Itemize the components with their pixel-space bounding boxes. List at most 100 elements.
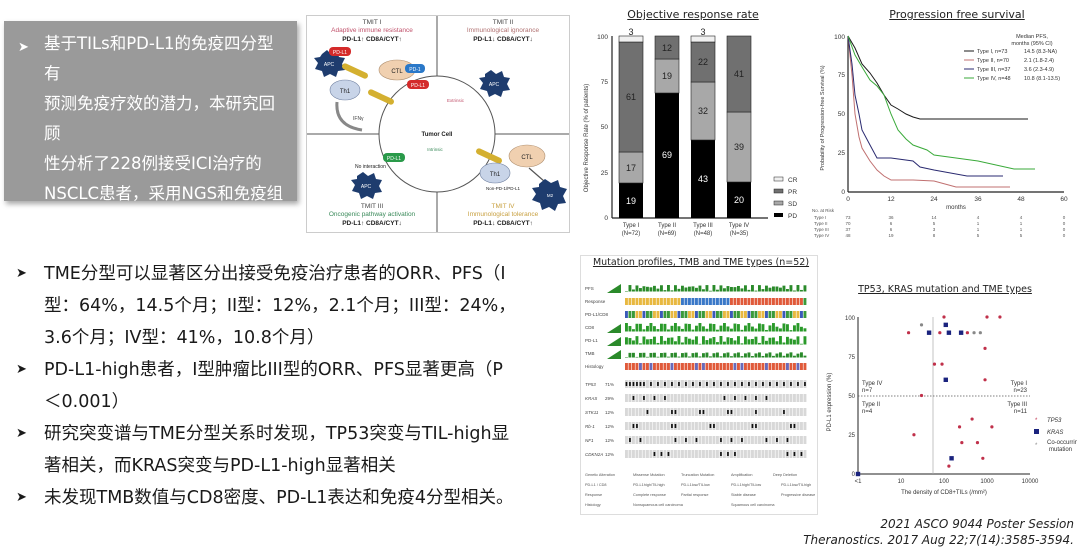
track-labels: PFS Response PD-L1/CD8 CD8 PD-L1 TMB His… <box>585 286 609 369</box>
svg-text:Th1: Th1 <box>340 89 351 95</box>
svg-text:months: months <box>946 205 966 211</box>
intro-line: 化对患者突变谱和免疫评分进行分 <box>44 214 275 263</box>
finding-bullet: ➤ 研究突变谱与TME分型关系时发现，TP53突变与TIL-high显 著相关，… <box>8 418 568 482</box>
mhc-tcr-icon <box>342 63 368 79</box>
svg-text:Type IV: Type IV <box>729 223 749 229</box>
svg-text:12%: 12% <box>605 410 614 415</box>
intro-line: 基于TILs和PD-L1的免疫四分型有 <box>44 34 274 83</box>
citation-line-2: Theranostics. 2017 Aug 22;7(14):3585-359… <box>803 533 1074 547</box>
orr-legend: CR PR SD PD <box>773 176 798 220</box>
th1-cell-icon <box>329 79 361 101</box>
svg-text:PD-L1/CD8: PD-L1/CD8 <box>585 312 609 317</box>
svg-text:Stable disease: Stable disease <box>731 493 756 497</box>
svg-text:61: 61 <box>626 92 636 102</box>
svg-text:4: 4 <box>1020 215 1023 220</box>
svg-text:NF1: NF1 <box>585 438 594 443</box>
bullet-line: 3.6个月；IV型：41%，10.8个月） <box>44 328 325 348</box>
svg-text:1: 1 <box>1020 227 1023 232</box>
svg-text:KRAS: KRAS <box>585 396 597 401</box>
svg-text:Histology: Histology <box>585 503 601 507</box>
svg-text:0: 0 <box>1063 215 1066 220</box>
svg-text:43: 43 <box>698 174 708 184</box>
svg-text:3: 3 <box>700 27 705 37</box>
svg-text:Missense Mutation: Missense Mutation <box>633 473 665 477</box>
quadrant-2-markers: PD-L1↓ CD8A/CYT↓ <box>473 36 533 43</box>
chart-title: Objective response rate <box>627 8 759 21</box>
intro-line: 析。 <box>44 274 77 293</box>
heatmap-legend: Genetic Alteration Missense Mutation Tru… <box>585 473 815 507</box>
svg-text:69: 69 <box>662 150 672 160</box>
svg-text:PD-L1high/TILlow: PD-L1high/TILlow <box>731 483 761 487</box>
quadrant-4-subtitle: Immunological tolerance <box>468 211 539 218</box>
svg-text:0: 0 <box>1063 233 1066 238</box>
svg-text:(N=69): (N=69) <box>658 231 677 237</box>
type-4-curve <box>847 35 1035 170</box>
svg-text:TMB: TMB <box>585 351 595 356</box>
svg-text:PFS: PFS <box>585 286 594 291</box>
svg-text:19: 19 <box>662 71 672 81</box>
svg-text:8: 8 <box>933 233 936 238</box>
arrow-bullet-icon: ➤ <box>16 266 27 281</box>
svg-text:SD: SD <box>788 201 797 208</box>
svg-text:48: 48 <box>1017 196 1025 203</box>
svg-text:10.8 (8.1-13.5): 10.8 (8.1-13.5) <box>1024 76 1060 82</box>
svg-text:Type IV: Type IV <box>814 233 829 238</box>
no-interaction-label: No interaction <box>355 164 386 170</box>
intro-line: NSCLC患者，采用NGS和免疫组 <box>44 184 284 203</box>
mhc-tcr-icon <box>476 148 502 164</box>
svg-text:0: 0 <box>604 215 608 222</box>
chart-title: TP53, KRAS mutation and TME types <box>858 284 1032 295</box>
svg-text:12%: 12% <box>605 424 614 429</box>
svg-text:37: 37 <box>845 227 851 232</box>
svg-text:100: 100 <box>834 34 845 41</box>
svg-text:No. at Risk: No. at Risk <box>812 208 835 213</box>
svg-text:0: 0 <box>1063 227 1066 232</box>
svg-text:The density of CD8+TILs (/mm²): The density of CD8+TILs (/mm²) <box>901 490 987 496</box>
svg-text:0: 0 <box>1063 221 1066 226</box>
svg-text:71%: 71% <box>605 382 614 387</box>
svg-text:1000: 1000 <box>980 479 994 485</box>
svg-text:0: 0 <box>841 189 845 196</box>
suppressor-cell-icon: M2 <box>532 179 567 211</box>
type-1-curve <box>847 35 1028 120</box>
svg-text:48: 48 <box>845 233 851 238</box>
svg-text:*: * <box>1035 418 1038 424</box>
svg-text:n=11: n=11 <box>1014 409 1028 415</box>
svg-text:Type II: Type II <box>814 221 828 226</box>
findings-list: ➤ TME分型可以显著区分出接受免疫治疗患者的ORR、PFS（I 型：64%，1… <box>8 258 568 514</box>
svg-text:APC: APC <box>489 82 500 88</box>
svg-text:5: 5 <box>977 233 980 238</box>
svg-text:14.5 (8.3-NA): 14.5 (8.3-NA) <box>1024 49 1057 55</box>
bullet-line: TME分型可以显著区分出接受免疫治疗患者的ORR、PFS（I <box>44 264 506 284</box>
finding-bullet: ➤ PD-L1-high患者，I型肿瘤比III型的ORR、PFS显著更高（P ＜… <box>8 354 568 418</box>
ifn-arrow-icon <box>335 101 363 132</box>
svg-text:50: 50 <box>601 124 609 131</box>
svg-text:<1: <1 <box>855 479 863 485</box>
finding-bullet: ➤ TME分型可以显著区分出接受免疫治疗患者的ORR、PFS（I 型：64%，1… <box>8 258 568 354</box>
svg-text:(N=48): (N=48) <box>694 231 713 237</box>
svg-text:Rb-1: Rb-1 <box>585 424 595 429</box>
svg-text:100: 100 <box>939 479 950 485</box>
svg-text:CTL: CTL <box>521 155 533 161</box>
svg-text:75: 75 <box>838 72 846 79</box>
svg-text:*: * <box>1035 443 1038 449</box>
svg-text:Response: Response <box>585 299 606 304</box>
svg-text:Squamous cell carcinoma: Squamous cell carcinoma <box>731 503 775 507</box>
svg-text:Type I, n=73: Type I, n=73 <box>977 49 1007 55</box>
svg-text:(N=35): (N=35) <box>730 231 749 237</box>
svg-text:Deep Deletion: Deep Deletion <box>773 473 797 477</box>
svg-text:PD-1: PD-1 <box>409 67 421 73</box>
arrow-bullet-icon: ➤ <box>16 490 27 505</box>
svg-text:19: 19 <box>626 196 636 206</box>
svg-text:Complete response: Complete response <box>633 493 666 497</box>
quadrant-3-subtitle: Oncogenic pathway activation <box>329 211 416 218</box>
svg-text:50: 50 <box>838 111 846 118</box>
svg-text:14: 14 <box>931 215 937 220</box>
svg-text:PD-L1high/TILhigh: PD-L1high/TILhigh <box>633 483 665 487</box>
svg-text:4: 4 <box>977 215 980 220</box>
at-risk-table: No. at Risk Type I Type II Type III Type… <box>812 208 1066 238</box>
svg-text:1: 1 <box>977 221 980 226</box>
svg-text:PD-L1: PD-L1 <box>411 83 425 89</box>
th1-cell-icon <box>479 162 511 184</box>
